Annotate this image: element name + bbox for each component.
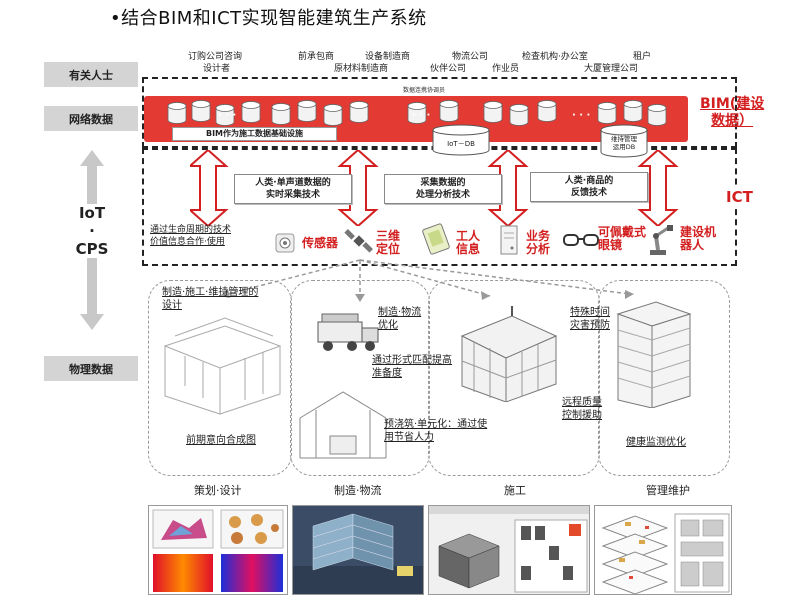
lifecycle-text: 通过生命周期的技术 价值信息合作·使用 xyxy=(150,225,232,247)
stakeholder-designer: 设计者 xyxy=(203,64,231,74)
phase-manufacturing-box xyxy=(290,280,430,476)
business-analysis-label: 业务 分析 xyxy=(526,229,551,256)
design-sketch-illustration xyxy=(163,317,282,415)
iot-db-label: IoT－DB xyxy=(447,140,475,148)
stakeholder-equipment-maker: 设备制造商 xyxy=(365,52,411,62)
caption-form-matching: 通过形式匹配提高 准备度 xyxy=(372,355,452,379)
bim-infrastructure-bar: BIM作为施工数据基础设施 xyxy=(172,127,337,141)
iot-text: IoT xyxy=(78,204,106,222)
stakeholder-partner: 伙伴公司 xyxy=(430,64,467,74)
stage-planning-design: 策划·设计 xyxy=(194,484,242,497)
caption-precast-unitization: 预浇筑·单元化：通过使 用节省人力 xyxy=(384,419,488,443)
label-network-data: 网络数据 xyxy=(44,106,138,131)
sensor-label: 传感器 xyxy=(302,236,339,250)
tablet-icon xyxy=(422,223,450,255)
maintenance-db-cylinder xyxy=(600,124,648,158)
stage-maintenance: 管理维护 xyxy=(646,484,690,497)
stage-construction: 施工 xyxy=(504,484,526,497)
dot-text: · xyxy=(89,222,95,240)
satellite-icon xyxy=(344,229,373,253)
thumbnail-floor-plans xyxy=(594,505,732,595)
label-physical-data: 物理数据 xyxy=(44,356,138,381)
glasses-icon xyxy=(563,234,599,246)
positioning-label: 三维 定位 xyxy=(376,229,401,256)
construction-site-illustration xyxy=(460,306,558,402)
thumbnail-construction-software xyxy=(428,505,590,595)
page-title: •结合BIM和ICT实现智能建筑生产系统 xyxy=(110,8,427,29)
wearable-glasses-label: 可佩戴式 眼镜 xyxy=(598,225,647,252)
caption-health-monitoring: 健康监测优化 xyxy=(626,437,686,448)
tech-realtime-collection: 人类·单声道数据的 实时采集技术 xyxy=(234,174,352,204)
maintenance-db-label: 维持管理 运用DB xyxy=(611,135,637,151)
stakeholder-ordering-consult: 订购公司咨询 xyxy=(188,52,243,62)
label-stakeholders: 有关人士 xyxy=(44,62,138,87)
caption-logistics-optimization: 制造·物流 优化 xyxy=(378,307,422,331)
phase-planning-box xyxy=(148,280,292,476)
bim-construction-data-label: BIM(建设 数据） xyxy=(700,96,765,129)
tech-data-analysis: 采集数据的 处理分析技术 xyxy=(384,174,502,204)
sensor-icon xyxy=(275,233,295,253)
stakeholder-building-mgmt: 大厦管理公司 xyxy=(584,64,639,74)
thumbnail-analysis-heatmaps xyxy=(148,505,288,595)
ellipsis-2: · · · xyxy=(412,110,431,121)
caption-disaster-prevention: 特殊时间 灾害预防 xyxy=(570,307,610,331)
construction-robot-label: 建设机 器人 xyxy=(680,225,717,252)
stakeholder-general-contractor: 前承包商 xyxy=(298,52,335,62)
stakeholder-tenant: 租户 xyxy=(633,52,652,62)
stakeholder-material-maker: 原材料制造商 xyxy=(334,64,389,74)
robot-arm-icon xyxy=(650,225,673,255)
ellipsis-3: · · · xyxy=(572,110,591,121)
stakeholder-operator: 作业员 xyxy=(492,64,520,74)
factory-hall-illustration xyxy=(299,391,387,459)
collab-caption: 数据连携协调员 xyxy=(368,86,480,96)
phase-construction-box xyxy=(428,280,600,476)
stakeholder-inspection: 检查机构·办公室 xyxy=(522,52,588,62)
cps-text: CPS xyxy=(75,240,109,258)
office-building-illustration xyxy=(616,301,692,408)
ellipsis-1: · · · xyxy=(218,110,237,121)
thumbnail-warehouse-3d xyxy=(292,505,424,595)
stakeholder-logistics: 物流公司 xyxy=(452,52,489,62)
server-icon xyxy=(500,225,518,255)
iot-db-cylinder xyxy=(432,124,490,156)
stage-manufacturing-logistics: 制造·物流 xyxy=(334,484,382,497)
caption-remote-quality: 远程质量 控制援助 xyxy=(562,397,602,421)
truck-illustration xyxy=(317,313,379,351)
iot-cps-label: IoT · CPS xyxy=(62,204,122,258)
caption-design-for-production: 制造·施工·维持管理的 设计 xyxy=(162,287,259,311)
tech-feedback: 人类·商品的 反馈技术 xyxy=(530,172,648,202)
caption-preliminary-intent: 前期意向合成图 xyxy=(186,435,256,446)
worker-info-label: 工人 信息 xyxy=(456,229,481,256)
ict-label: ICT xyxy=(724,188,755,206)
phase-maintenance-box xyxy=(598,280,730,476)
